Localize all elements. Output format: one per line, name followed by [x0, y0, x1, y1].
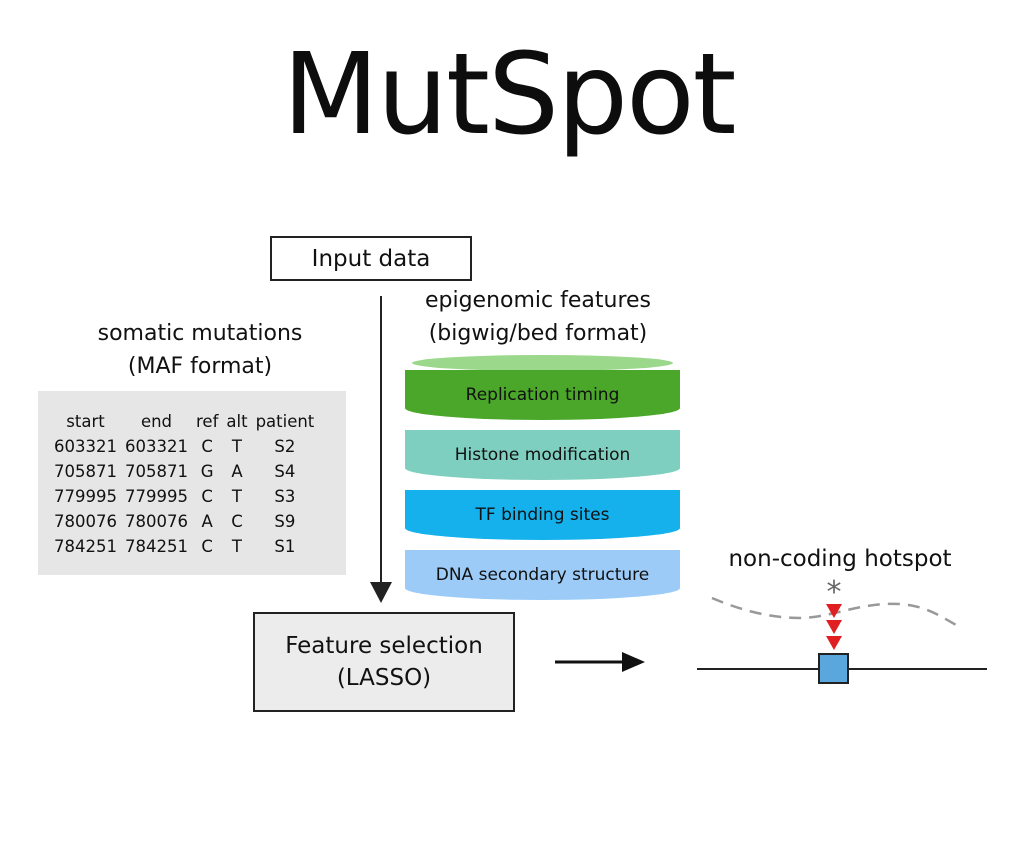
somatic-caption-format: (MAF format): [127, 354, 273, 379]
maf-cell: 603321: [125, 437, 188, 456]
feature-selection-box: Feature selection (LASSO): [253, 612, 515, 712]
maf-cell: 780076: [54, 512, 117, 531]
maf-header-cell: ref: [196, 412, 219, 431]
maf-header-cell: alt: [226, 412, 248, 431]
maf-header-row: start end ref alt patient: [50, 409, 318, 434]
hotspot-caption: non-coding hotspot: [728, 546, 952, 572]
maf-cell: S4: [274, 462, 296, 481]
maf-header-cell: start: [66, 412, 105, 431]
layer-histone-modification: Histone modification: [405, 430, 680, 480]
hotspot-site: [818, 653, 849, 684]
mutation-marker: [826, 636, 842, 650]
maf-cell: S1: [274, 537, 296, 556]
maf-cell: 779995: [125, 487, 188, 506]
maf-cell: 603321: [54, 437, 117, 456]
maf-cell: 779995: [54, 487, 117, 506]
maf-cell: C: [201, 487, 213, 506]
epigenomic-features-caption: epigenomic features (bigwig/bed format): [398, 284, 678, 350]
page-title: MutSpot: [282, 30, 736, 160]
layer-label: TF binding sites: [475, 505, 610, 525]
maf-cell: 780076: [125, 512, 188, 531]
epigenomic-caption-title: epigenomic features: [424, 288, 652, 313]
maf-cell: A: [201, 512, 213, 531]
maf-cell: S3: [274, 487, 296, 506]
feature-selection-method: (LASSO): [336, 665, 432, 691]
maf-cell: T: [231, 537, 243, 556]
epigenomic-caption-format: (bigwig/bed format): [428, 321, 648, 346]
layer-tf-binding-sites: TF binding sites: [405, 490, 680, 540]
maf-cell: 784251: [125, 537, 188, 556]
maf-cell: T: [231, 437, 243, 456]
maf-row: 705871 705871 G A S4: [50, 459, 318, 484]
maf-cell: T: [231, 487, 243, 506]
maf-cell: S9: [274, 512, 296, 531]
maf-cell: A: [231, 462, 243, 481]
maf-row: 784251 784251 C T S1: [50, 534, 318, 559]
input-data-label: Input data: [311, 245, 431, 272]
maf-cell: S2: [274, 437, 296, 456]
maf-cell: 705871: [54, 462, 117, 481]
maf-table-panel: start end ref alt patient 603321 603321 …: [38, 391, 346, 575]
layer-dna-secondary-structure: DNA secondary structure: [405, 550, 680, 600]
mutation-marker: [826, 620, 842, 634]
maf-cell: C: [201, 437, 213, 456]
maf-header-cell: end: [140, 412, 173, 431]
somatic-mutations-caption: somatic mutations (MAF format): [70, 317, 330, 383]
maf-row: 779995 779995 C T S3: [50, 484, 318, 509]
hotspot-star: *: [827, 575, 842, 610]
maf-cell: 784251: [54, 537, 117, 556]
signal-curve: [711, 596, 963, 630]
cylinder-top: [412, 355, 673, 371]
somatic-caption-title: somatic mutations: [97, 321, 303, 346]
maf-cell: 705871: [125, 462, 188, 481]
maf-row: 780076 780076 A C S9: [50, 509, 318, 534]
layer-replication-timing: Replication timing: [405, 370, 680, 420]
maf-table: start end ref alt patient 603321 603321 …: [50, 409, 318, 559]
input-arrow-head: [370, 582, 392, 603]
input-data-box: Input data: [270, 236, 472, 281]
feature-selection-label: Feature selection: [285, 633, 483, 659]
maf-row: 603321 603321 C T S2: [50, 434, 318, 459]
mutation-marker: [826, 604, 842, 618]
layer-label: Histone modification: [454, 445, 631, 465]
layer-label: DNA secondary structure: [435, 565, 650, 585]
maf-cell: C: [201, 537, 213, 556]
maf-header-cell: patient: [255, 412, 315, 431]
output-arrow-head: [622, 652, 645, 672]
layer-label: Replication timing: [465, 385, 620, 405]
maf-cell: G: [200, 462, 214, 481]
maf-cell: C: [231, 512, 243, 531]
